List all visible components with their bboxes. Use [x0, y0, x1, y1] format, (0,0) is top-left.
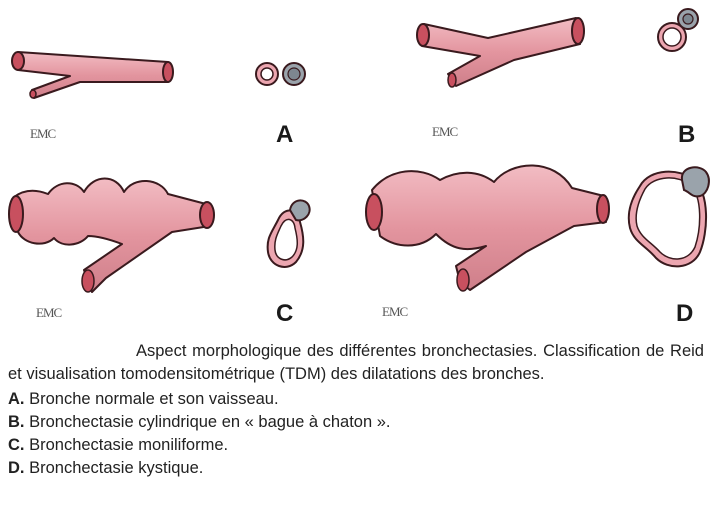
panel-b-cross-section — [658, 9, 698, 51]
legend-text-c: Bronchectasie moniliforme. — [29, 436, 228, 454]
panel-b-bronchus — [417, 18, 584, 87]
panel-a-label: A — [276, 121, 293, 148]
panel-d-bronchus — [366, 165, 609, 291]
panel-a-bronchus — [12, 52, 173, 98]
legend-letter-b: B. — [8, 413, 25, 431]
panel-c-cross-section — [268, 200, 310, 267]
legend-item-a: A. Bronche normale et son vaisseau. — [8, 388, 704, 411]
panel-d-watermark: EMC — [382, 304, 408, 319]
legend-letter-d: D. — [8, 459, 25, 477]
legend-letter-a: A. — [8, 390, 25, 408]
caption-text: Aspect morphologique des différentes bro… — [8, 340, 704, 386]
panel-c-bronchus — [9, 179, 214, 293]
panel-c-watermark: EMC — [36, 305, 62, 320]
panel-d-label: D — [676, 300, 693, 327]
panel-d-cross-section — [629, 167, 709, 266]
bronchectasis-diagram: EMC A EMC B EMC C EMC D — [0, 0, 712, 340]
panel-c-label: C — [276, 300, 293, 327]
panel-b-label: B — [678, 121, 695, 148]
legend-text-b: Bronchectasie cylindrique en « bague à c… — [29, 413, 390, 431]
panel-b-watermark: EMC — [432, 124, 458, 139]
legend-item-d: D. Bronchectasie kystique. — [8, 457, 704, 480]
legend-item-b: B. Bronchectasie cylindrique en « bague … — [8, 411, 704, 434]
legend-text-d: Bronchectasie kystique. — [29, 459, 203, 477]
legend-item-c: C. Bronchectasie moniliforme. — [8, 434, 704, 457]
panel-a-cross-section — [256, 63, 305, 85]
figure-caption: Aspect morphologique des différentes bro… — [8, 340, 704, 480]
legend-letter-c: C. — [8, 436, 25, 454]
legend-text-a: Bronche normale et son vaisseau. — [29, 390, 278, 408]
panel-a-watermark: EMC — [30, 126, 56, 141]
